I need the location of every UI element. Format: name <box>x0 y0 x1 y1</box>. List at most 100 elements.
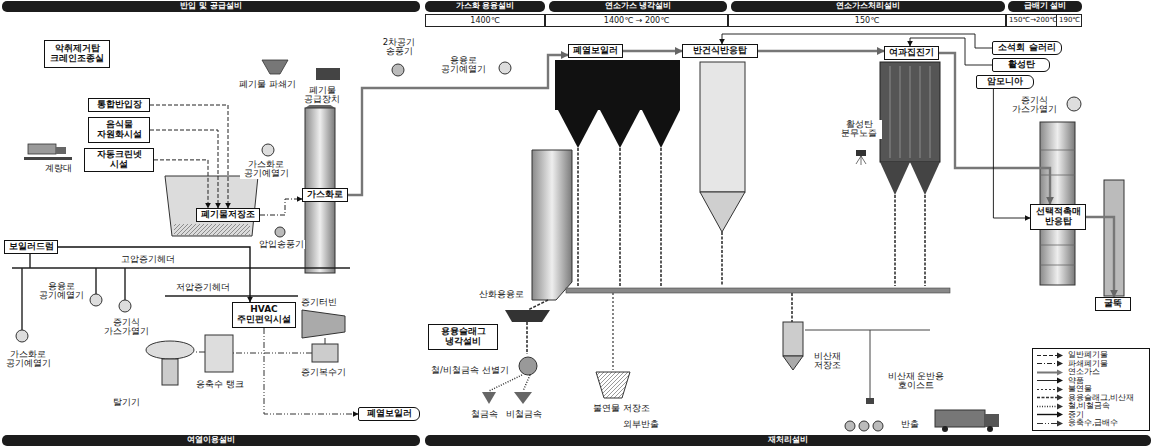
node-text: 폐열보일러 <box>572 46 619 56</box>
flow-connector <box>260 199 302 215</box>
node-text: 음식물 자원화시설 <box>92 120 146 140</box>
baghouse-hopper <box>880 162 910 195</box>
equipment-label: 비철금속 <box>505 410 543 419</box>
nozzle-spray <box>856 156 866 165</box>
truck-body <box>935 410 985 427</box>
equipment-box: 음식물 자원화시설 <box>88 117 150 143</box>
feeder-symbol <box>316 68 340 80</box>
legend-arrowhead <box>1057 369 1063 375</box>
legend-arrowhead <box>1057 395 1063 401</box>
equipment-box: 통합반입장 <box>88 98 150 112</box>
flow-connector <box>150 130 218 208</box>
slag-flow <box>528 300 548 310</box>
legend-row: 연소가스 <box>1036 368 1146 377</box>
legend-row: 증기 <box>1036 411 1146 420</box>
node-text: 여열이용설비 <box>6 436 416 445</box>
node-text: 폐기물저장조 <box>200 210 256 220</box>
equipment-label: 증기식 가스가열기 <box>100 318 152 337</box>
equipment-box: HVAC 주민편익시설 <box>232 302 296 328</box>
section-band: 연소가스처리설비 <box>731 1 1005 12</box>
equipment-box: 악취제거탑크레인조종실 <box>44 40 110 68</box>
boiler-body <box>555 60 680 110</box>
ash-silo-cone <box>783 356 803 370</box>
fan-symbol <box>275 227 285 237</box>
legend-sample <box>1036 352 1064 359</box>
steam-header <box>12 254 350 330</box>
equipment-label: 용융로 공기예열기 <box>36 282 86 301</box>
equipment-label: 증기복수기 <box>300 368 347 377</box>
flow-connector <box>58 247 250 302</box>
equipment-label: 가스화로 공기예열기 <box>2 350 54 369</box>
flow-connector <box>150 105 228 208</box>
equipment-label: 압입송풍기 <box>258 240 305 249</box>
temperature-cell: 1400℃ <box>425 14 545 27</box>
slag-flow <box>526 322 528 354</box>
legend-line <box>1037 423 1057 424</box>
section-band: 가스화 용융설비 <box>425 1 545 12</box>
equipment-label: 용융로 공기예열기 <box>438 56 488 75</box>
heater-symbol <box>119 300 131 312</box>
node-text: HVAC 주민편익시설 <box>236 305 292 325</box>
baghouse-body <box>880 62 940 162</box>
node-text: 가스화로 <box>306 190 344 200</box>
node-text: 용융슬래그 냉각설비 <box>432 327 494 347</box>
equipment-label: 철금속 <box>470 410 499 419</box>
equipment-box: 가스화로 <box>302 188 348 202</box>
legend-arrowhead <box>1057 378 1063 384</box>
temperature-cell: 190℃ <box>1056 14 1082 27</box>
node-text: 반건식반응탑 <box>686 46 754 56</box>
node-text: 암모니아 <box>980 77 1030 87</box>
node-text: 보일러드럼 <box>8 242 54 252</box>
legend-text: 불연물 <box>1068 385 1092 394</box>
condenser-symbol <box>312 344 338 362</box>
node-text: 연소가스처리설비 <box>735 2 1001 11</box>
node-text: 재처리설비 <box>429 436 1147 445</box>
equipment-label: 폐기물 공급장치 <box>300 86 344 105</box>
temperature-cell: 150℃→200℃ <box>1006 14 1058 27</box>
legend-row: 일반폐기물 <box>1036 351 1146 360</box>
temperature-cell: 150℃ <box>728 14 1006 27</box>
legend-row: 파쇄폐기물 <box>1036 360 1146 369</box>
waste-pile <box>174 224 250 235</box>
truck-cab <box>56 147 66 154</box>
equipment-label: 철/비철금속 선별기 <box>430 366 510 375</box>
legend-arrowhead <box>1057 420 1063 426</box>
node-text: 가스화 용융설비 <box>429 2 541 11</box>
equipment-label: 계량대 <box>44 164 73 173</box>
legend-arrowhead <box>1057 361 1063 367</box>
equipment-label: 가스화로 공기예열기 <box>240 160 292 179</box>
legend-line <box>1037 380 1057 381</box>
preheater-symbol <box>499 62 511 74</box>
ash-silo <box>783 322 803 356</box>
metal-pile <box>482 392 496 404</box>
equipment-label: 탈기기 <box>112 398 141 407</box>
equipment-box: 용융슬래그 냉각설비 <box>428 324 498 350</box>
legend-sample <box>1036 411 1064 418</box>
hoist-hook <box>866 398 874 404</box>
legend-text: 약품 <box>1068 377 1084 386</box>
slag-basin <box>505 310 550 322</box>
equipment-box: 폐기물저장조 <box>196 208 260 222</box>
flow-connector <box>722 34 992 48</box>
flow-connector <box>939 53 1050 204</box>
legend-row: 약품 <box>1036 377 1146 386</box>
flow-connector <box>348 55 568 195</box>
equipment-label: 증기식 가스가열기 <box>1008 96 1060 115</box>
noncombustible-drop <box>612 293 613 370</box>
truck-cab <box>985 414 999 427</box>
equipment-label: 불연물 저장조 <box>592 404 651 413</box>
node-text: 급배기 설비 <box>1012 2 1078 11</box>
truck-wheel <box>942 426 948 432</box>
legend-text: 철,비철금속 <box>1068 402 1110 411</box>
node-text: 폐열보일러 <box>362 409 416 419</box>
legend-sample <box>1036 386 1064 393</box>
turbine-symbol <box>302 310 345 338</box>
legend-row: 용융슬래그,비산재 <box>1036 394 1146 403</box>
equipment-label: 비산재 저장조 <box>808 352 846 371</box>
flow-connector <box>1086 217 1114 297</box>
ash-conveyor <box>566 288 950 293</box>
legend-arrowhead <box>1057 403 1063 409</box>
